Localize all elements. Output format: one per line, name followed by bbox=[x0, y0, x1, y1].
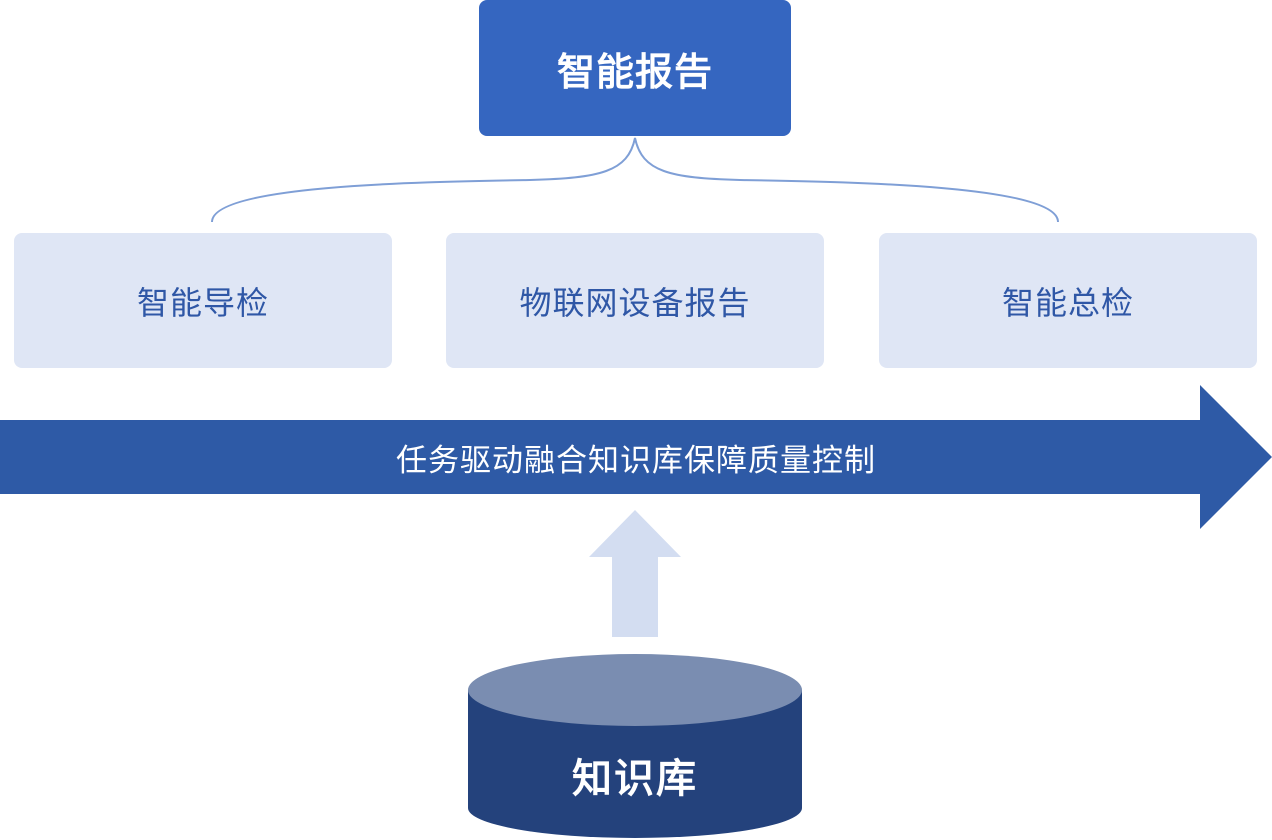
top-node-label: 智能报告 bbox=[556, 49, 713, 94]
child-node-label: 物联网设备报告 bbox=[519, 283, 751, 322]
child-node-label: 智能导检 bbox=[136, 283, 269, 322]
brace-connector bbox=[211, 137, 1059, 223]
top-node-intelligent-report: 智能报告 bbox=[479, 0, 791, 136]
child-node-label: 智能总检 bbox=[1001, 283, 1134, 322]
main-arrow-label: 任务驱动融合知识库保障质量控制 bbox=[396, 442, 876, 479]
database-label: 知识库 bbox=[572, 756, 698, 802]
database-label-container: 知识库 bbox=[468, 740, 802, 810]
child-node-iot-device-report: 物联网设备报告 bbox=[446, 233, 824, 368]
child-node-intelligent-overall-check: 智能总检 bbox=[879, 233, 1257, 368]
main-arrow-label-container: 任务驱动融合知识库保障质量控制 bbox=[0, 420, 1272, 494]
up-arrow-shape bbox=[589, 510, 681, 637]
child-node-intelligent-guided-check: 智能导检 bbox=[14, 233, 392, 368]
